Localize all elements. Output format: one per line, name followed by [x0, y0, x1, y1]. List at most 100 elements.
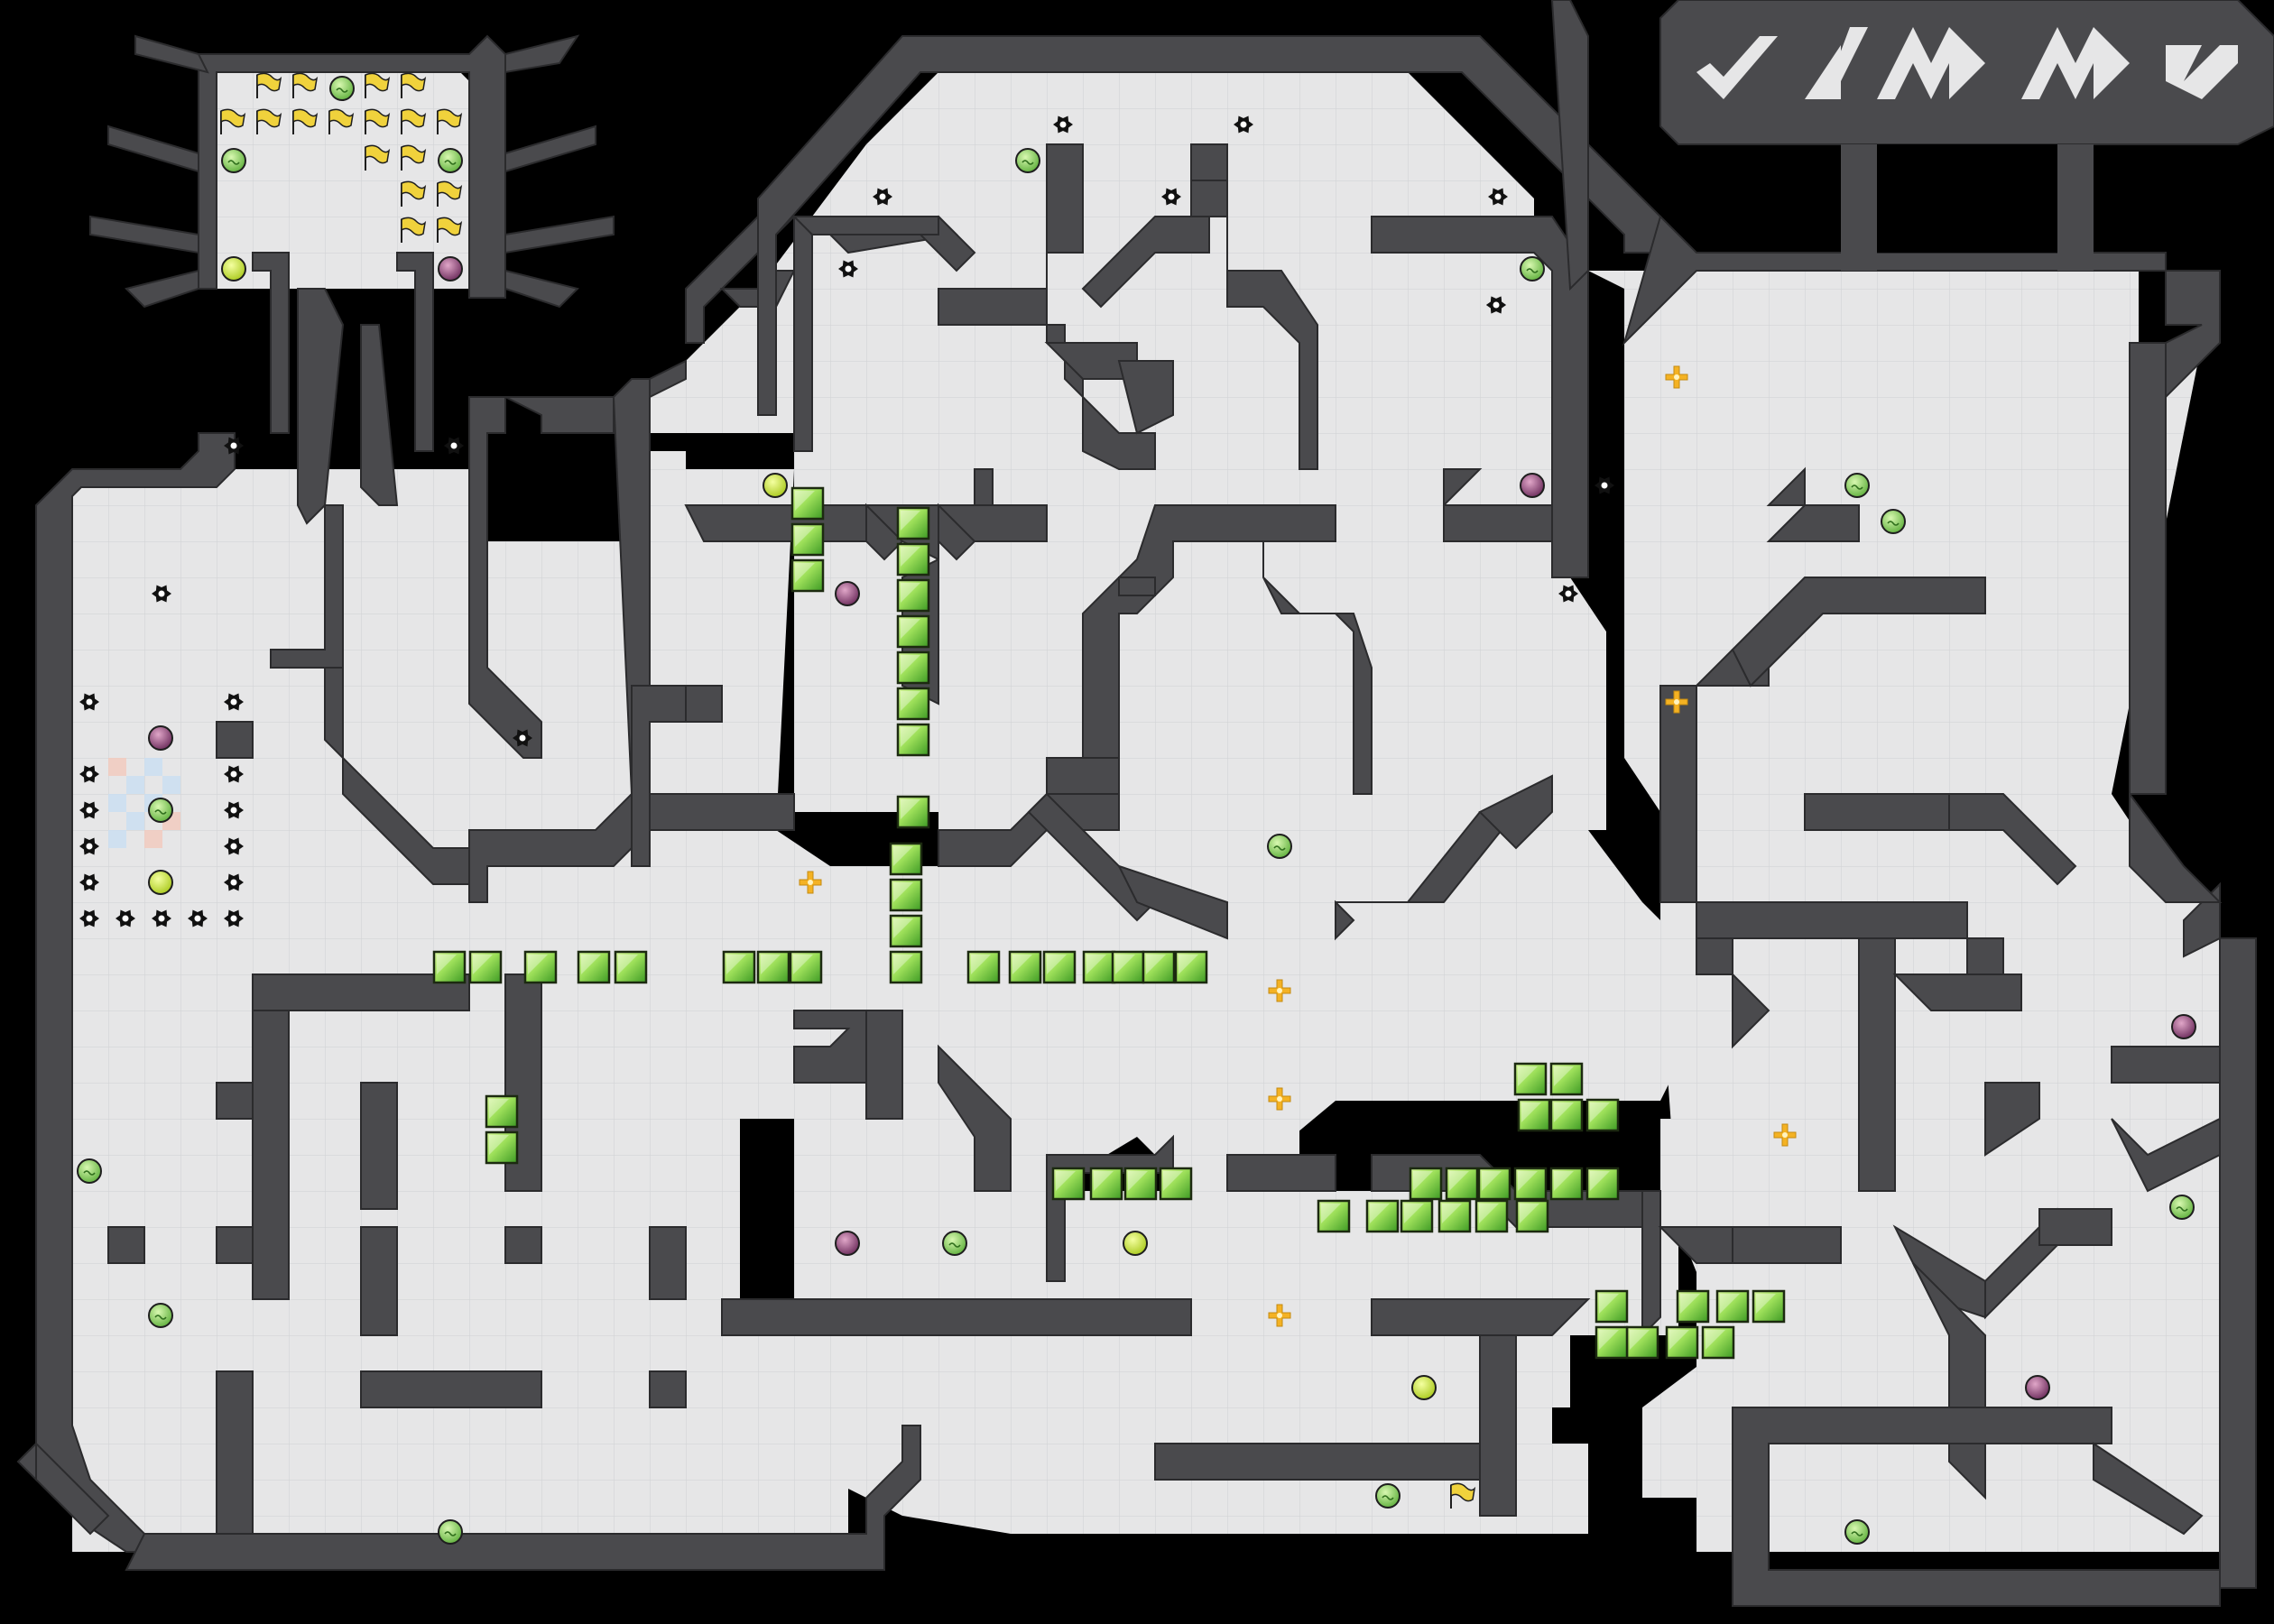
mine-icon [224, 765, 244, 783]
green-block [790, 558, 825, 593]
green-orb [148, 1303, 173, 1328]
green-block [896, 542, 930, 577]
purple-orb [835, 1231, 860, 1256]
green-orb [148, 798, 173, 823]
green-block [1474, 1199, 1509, 1233]
checker-pad [108, 758, 180, 848]
gold-pickup-icon [1665, 690, 1688, 714]
mine-icon [1161, 188, 1181, 206]
mine-icon [1488, 188, 1508, 206]
green-orb [1375, 1483, 1400, 1509]
mine-icon [1234, 115, 1253, 134]
green-block [889, 842, 923, 876]
green-orb [1015, 148, 1040, 173]
purple-orb [438, 256, 463, 281]
mine-icon [152, 909, 171, 927]
green-block [1549, 1098, 1584, 1132]
green-orb [2169, 1195, 2195, 1220]
purple-orb [148, 725, 173, 751]
mine-icon [79, 873, 99, 891]
green-blocks [432, 486, 1786, 1360]
green-block [896, 723, 930, 757]
purple-orb [2171, 1014, 2196, 1039]
green-block [1549, 1167, 1584, 1201]
yellow-orb [1123, 1231, 1148, 1256]
slash-icon[interactable] [1805, 27, 1868, 99]
green-block [1477, 1167, 1511, 1201]
mine-icon [1486, 296, 1506, 314]
green-orb [1267, 834, 1292, 859]
fast-forward-icon[interactable] [1877, 27, 1985, 99]
green-orb [1844, 473, 1870, 498]
green-block [889, 878, 923, 912]
mine-icon [188, 909, 208, 927]
green-block [1174, 950, 1208, 984]
green-block [1051, 1167, 1086, 1201]
flag-icon [401, 72, 427, 98]
green-orb [438, 1519, 463, 1545]
green-block [896, 614, 930, 649]
mine-icon [224, 693, 244, 711]
orbs [77, 76, 2196, 1545]
green-block [1515, 1199, 1549, 1233]
green-block [1715, 1289, 1750, 1324]
green-block [722, 950, 756, 984]
green-block [1111, 950, 1145, 984]
green-block [485, 1130, 519, 1165]
mine-icon [224, 801, 244, 819]
green-block [1317, 1199, 1351, 1233]
fast-forward-icon-2[interactable] [2021, 27, 2130, 99]
flag-icon [292, 72, 319, 98]
green-block [1089, 1167, 1123, 1201]
purple-orb [1520, 473, 1545, 498]
green-block [523, 950, 558, 984]
gold-pickup-icon [1268, 1087, 1291, 1111]
flag-icon [365, 108, 391, 134]
green-block [1437, 1199, 1472, 1233]
flag-icon [256, 72, 282, 98]
green-block [614, 950, 648, 984]
green-block [1123, 1167, 1158, 1201]
green-block [432, 950, 467, 984]
green-block [1513, 1062, 1548, 1096]
green-block [1042, 950, 1077, 984]
flag-icon [365, 72, 391, 98]
flag-icon [328, 108, 355, 134]
green-block [577, 950, 611, 984]
green-block [1585, 1098, 1620, 1132]
flag-icon [256, 108, 282, 134]
green-block [896, 795, 930, 829]
mine-icon [444, 437, 464, 455]
mine-icon [224, 837, 244, 855]
green-orb [329, 76, 355, 101]
check-down-icon[interactable] [2166, 45, 2238, 99]
mine-icon [116, 909, 135, 927]
gold-pickup-icon [799, 871, 822, 894]
check-icon[interactable] [1696, 36, 1778, 99]
green-block [896, 651, 930, 685]
green-block [896, 578, 930, 613]
green-block [485, 1094, 519, 1129]
green-orb [1844, 1519, 1870, 1545]
green-orb [1520, 256, 1545, 281]
purple-orb [835, 581, 860, 606]
green-block [966, 950, 1001, 984]
green-orb [77, 1158, 102, 1184]
green-orb [1881, 509, 1906, 534]
gold-pickup-icon [1773, 1123, 1797, 1147]
mine-icon [79, 693, 99, 711]
gold-pickup-icon [1268, 979, 1291, 1002]
flag-icon [401, 108, 427, 134]
mine-icon [1053, 115, 1073, 134]
green-block [1008, 950, 1042, 984]
gold-pickups [799, 365, 1797, 1327]
green-block [1752, 1289, 1786, 1324]
green-block [896, 687, 930, 721]
yellow-orb [148, 870, 173, 895]
flag-icon [365, 144, 391, 171]
flag-icon [437, 217, 463, 243]
mines [79, 115, 1614, 927]
mine-icon [152, 585, 171, 603]
